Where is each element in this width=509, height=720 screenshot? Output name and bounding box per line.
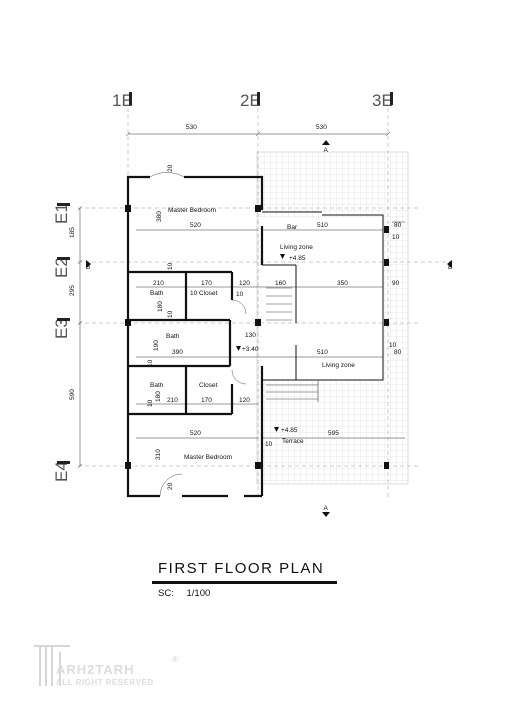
- grid-label-1e: 1E: [112, 91, 133, 110]
- dim-10-a: 10: [392, 234, 400, 241]
- dim-10-f: 10: [389, 342, 397, 349]
- title-underline: [152, 581, 337, 584]
- dim-10-i: 10: [265, 441, 273, 448]
- brand-logo-mark: [34, 645, 70, 686]
- room-bath-1: Bath: [150, 290, 164, 297]
- dim-520-top: 520: [190, 222, 201, 229]
- dim-170-b: 170: [201, 397, 212, 404]
- dimension-lines: [77, 131, 405, 469]
- grid-label-2e: 2E: [240, 91, 261, 110]
- dim-180-a: 180: [157, 301, 164, 312]
- grid-label-e2: E2: [52, 257, 71, 278]
- section-b-right: B: [448, 264, 452, 271]
- plan-title: FIRST FLOOR PLAN: [158, 560, 325, 577]
- dim-20-bot: 20: [167, 482, 174, 490]
- grid-row-labels: E1 E2 E3 E4: [52, 203, 71, 482]
- level-upper: +4.85: [289, 255, 306, 262]
- section-markers: A A B B: [86, 140, 452, 517]
- room-bar: Bar: [287, 224, 298, 231]
- dim-20-top: 20: [167, 164, 174, 172]
- room-bath-2: Bath: [166, 333, 180, 340]
- section-b-left: B: [86, 264, 90, 271]
- dim-120-a: 120: [239, 280, 250, 287]
- dim-10-h: 10: [147, 399, 154, 407]
- dimension-labels: 530 530 185 295 590 20 380 520 510 80 10…: [69, 124, 402, 490]
- dim-160: 160: [275, 280, 286, 287]
- grid-label-e3: E3: [52, 318, 71, 339]
- dim-350: 350: [337, 280, 348, 287]
- dim-left-590: 590: [69, 389, 76, 400]
- watermark-brand: ARH2TARH: [56, 662, 135, 677]
- dim-80-b: 80: [394, 349, 402, 356]
- dim-390: 390: [172, 349, 183, 356]
- grid-column-labels: 1E 2E 3E: [112, 91, 393, 110]
- dim-120-b: 120: [239, 397, 250, 404]
- room-master-bedroom-top: Master Bedroom: [168, 207, 216, 214]
- dim-180-b: 180: [155, 391, 162, 402]
- room-living-zone-mid: Living zone: [322, 362, 355, 369]
- dim-130: 130: [245, 332, 256, 339]
- dim-520-bot: 520: [190, 430, 201, 437]
- dim-10-d: 10: [236, 291, 244, 298]
- dim-left-295: 295: [69, 285, 76, 296]
- dim-170-a: 170: [201, 280, 212, 287]
- level-stair: +3.40: [242, 346, 259, 353]
- dim-top-530-b: 530: [316, 124, 327, 131]
- dim-380: 380: [156, 211, 163, 222]
- section-a-top: A: [324, 147, 329, 154]
- dim-80-a: 80: [394, 222, 402, 229]
- room-living-zone-top: Living zone: [280, 244, 313, 251]
- grid-label-e1: E1: [52, 203, 71, 224]
- watermark-registered: ®: [172, 655, 178, 664]
- dim-190: 190: [153, 340, 160, 351]
- grid-label-3e: 3E: [372, 91, 393, 110]
- dim-510-bar: 510: [317, 222, 328, 229]
- section-a-bottom: A: [324, 505, 329, 512]
- dim-top-530-a: 530: [186, 124, 197, 131]
- grid-label-e4: E4: [52, 461, 71, 482]
- dim-10-b: 10: [167, 262, 174, 270]
- dim-10-g: 10: [147, 359, 154, 367]
- dim-left-185: 185: [69, 227, 76, 238]
- dim-10-c: 10: [190, 290, 198, 297]
- level-markers: +4.85 +3.40 +4.85: [236, 254, 306, 434]
- dim-10-e: 10: [167, 310, 174, 318]
- room-terrace: Terrace: [282, 438, 304, 445]
- level-terrace: +4.85: [281, 427, 298, 434]
- dim-90: 90: [392, 280, 400, 287]
- room-bath-3: Bath: [150, 382, 164, 389]
- watermark-rights: ALL RIGHT RESERVED: [56, 678, 154, 687]
- walls: [125, 172, 389, 498]
- dim-210-b: 210: [167, 397, 178, 404]
- room-closet-2: Closet: [199, 382, 218, 389]
- dim-510-mid: 510: [317, 349, 328, 356]
- dim-595: 595: [328, 430, 339, 437]
- room-closet-1: Closet: [199, 290, 218, 297]
- room-labels: Master Bedroom Bar Living zone Bath Clos…: [150, 207, 355, 461]
- dim-210-a: 210: [153, 280, 164, 287]
- room-master-bedroom-bottom: Master Bedroom: [184, 454, 232, 461]
- dim-310: 310: [155, 449, 162, 460]
- scale-info: SC: 1/100: [158, 588, 210, 599]
- scale-label: SC:: [158, 588, 174, 599]
- scale-value: 1/100: [186, 588, 211, 599]
